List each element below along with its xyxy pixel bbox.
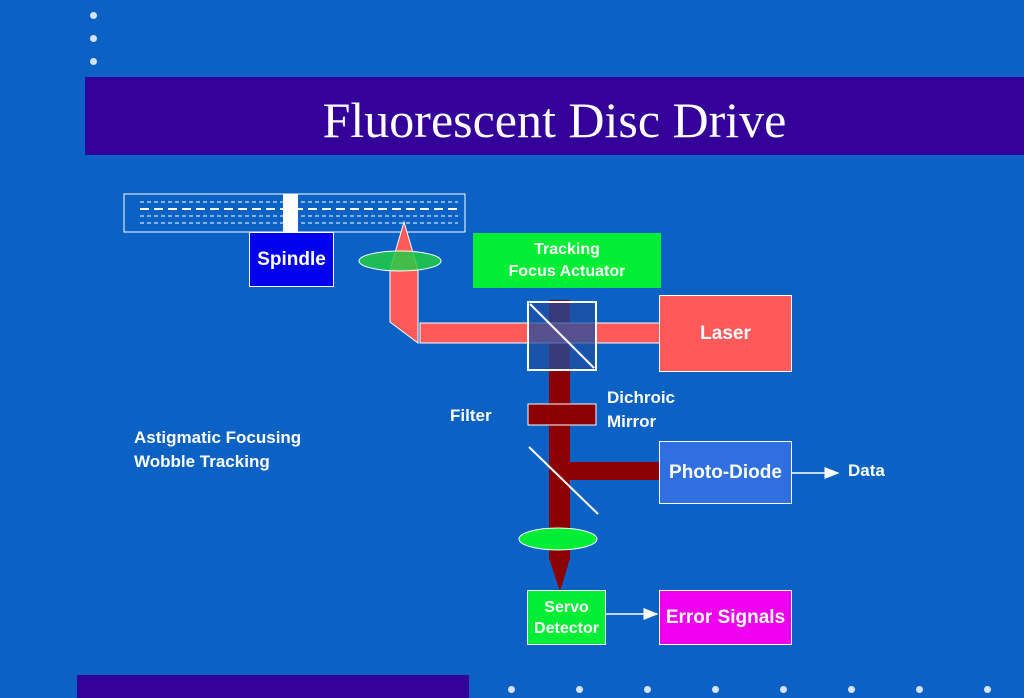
servo-detector-label: Servo Detector	[534, 598, 599, 637]
filter-label: Filter	[450, 406, 492, 425]
actuator-block: Tracking Focus Actuator	[473, 233, 661, 288]
error-signals-label: Error Signals	[665, 606, 786, 628]
decor-dot	[576, 686, 583, 693]
data-label: Data	[848, 461, 885, 480]
dichroic-mirror	[528, 446, 599, 515]
servo-detector-block: Servo Detector	[527, 590, 606, 645]
title-bar	[85, 77, 1024, 155]
decor-dot	[90, 35, 97, 42]
decor-dot	[780, 686, 787, 693]
decor-dot	[916, 686, 923, 693]
decor-dot	[984, 686, 991, 693]
photo-diode-label: Photo-Diode	[669, 461, 782, 483]
decor-dot	[644, 686, 651, 693]
beam-splitter	[527, 301, 597, 371]
slide-title: Fluorescent Disc Drive	[322, 92, 787, 148]
laser-label: Laser	[700, 322, 751, 344]
decor-dot	[508, 686, 515, 693]
dichroic-mirror-label: Dichroic Mirror	[607, 388, 676, 431]
decor-dot	[712, 686, 719, 693]
footer-bar	[77, 675, 469, 698]
laser-block: Laser	[659, 295, 792, 372]
spindle-block: Spindle	[249, 232, 334, 287]
spindle-label: Spindle	[257, 248, 326, 270]
actuator-label: Tracking Focus Actuator	[508, 240, 626, 280]
decor-dot	[848, 686, 855, 693]
decor-dot	[90, 12, 97, 19]
error-signals-block: Error Signals	[659, 590, 792, 645]
photo-diode-block: Photo-Diode	[659, 441, 792, 504]
method-label: Astigmatic Focusing Wobble Tracking	[134, 428, 302, 471]
filter	[527, 403, 597, 426]
servo-lens	[518, 527, 598, 551]
disc	[123, 193, 466, 233]
decor-dot	[90, 58, 97, 65]
objective-lens	[358, 250, 442, 272]
